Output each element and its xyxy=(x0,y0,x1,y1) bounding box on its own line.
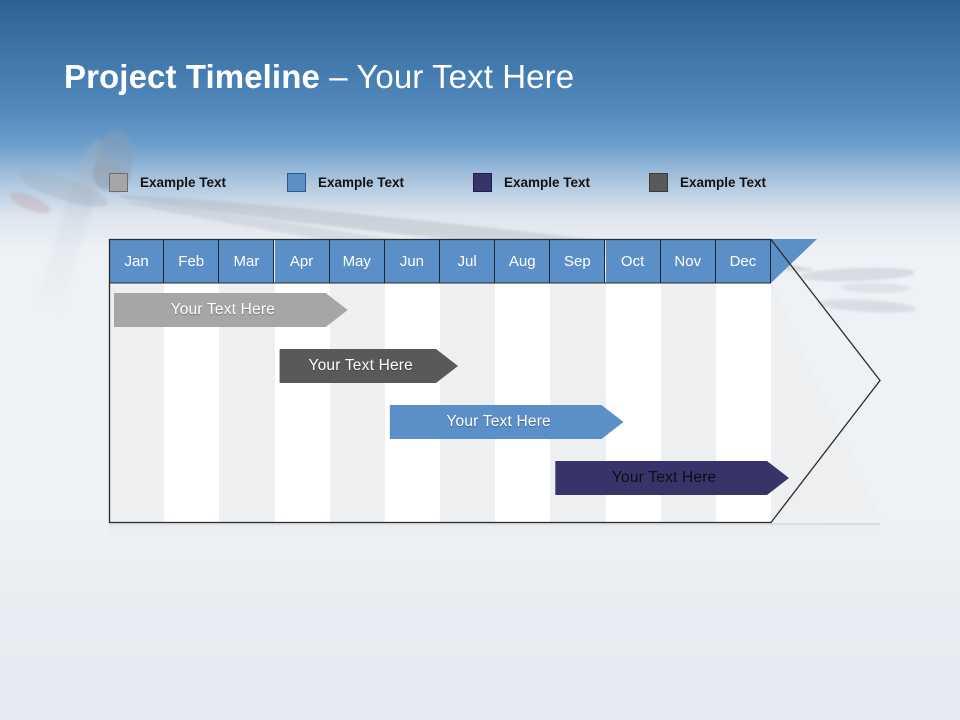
timeline-bar-label: Your Text Here xyxy=(170,301,276,318)
month-header-sep[interactable]: Sep xyxy=(550,239,606,283)
month-header-feb[interactable]: Feb xyxy=(164,239,220,283)
month-header-may[interactable]: May xyxy=(329,239,385,283)
turbine-blade-left-tip xyxy=(6,188,54,218)
slide-title-strong: Project Timeline xyxy=(64,58,320,95)
legend-swatch-icon xyxy=(649,172,668,192)
timeline-bar[interactable]: Your Text Here xyxy=(114,293,348,327)
legend-item: Example Text xyxy=(287,170,404,194)
legend-item-label: Example Text xyxy=(680,174,767,190)
legend-item-label: Example Text xyxy=(504,174,591,190)
timeline-bar-label: Your Text Here xyxy=(611,469,717,486)
month-header-jun[interactable]: Jun xyxy=(384,239,440,283)
timeline-bar-label: Your Text Here xyxy=(308,357,413,374)
timeline-column xyxy=(495,283,551,523)
legend-swatch-icon xyxy=(473,172,492,192)
legend-item: Example Text xyxy=(109,170,226,194)
month-header-nov[interactable]: Nov xyxy=(660,239,716,283)
timeline-column xyxy=(440,283,496,523)
timeline-column xyxy=(384,283,440,523)
timeline-bar[interactable]: Your Text Here xyxy=(555,461,789,495)
arrow-outline-path xyxy=(108,238,881,524)
legend: Example Text Example Text Example Text Exam… xyxy=(109,170,809,196)
timeline-bar[interactable]: Your Text Here xyxy=(390,405,624,439)
month-header-jan[interactable]: Jan xyxy=(109,239,165,283)
month-header-apr[interactable]: Apr xyxy=(274,239,330,283)
month-header-mar[interactable]: Mar xyxy=(219,239,275,283)
slide-title-light: – Your Text Here xyxy=(319,58,575,95)
legend-swatch-icon xyxy=(287,172,306,192)
legend-item-label: Example Text xyxy=(140,174,227,190)
month-header-jul[interactable]: Jul xyxy=(440,239,496,283)
month-header-aug[interactable]: Aug xyxy=(495,239,551,283)
slide-title: Project Timeline – Your Text Here xyxy=(64,58,574,96)
turbine-blade-left xyxy=(16,164,112,214)
legend-swatch-icon xyxy=(109,172,128,192)
timeline-arrow-outline xyxy=(108,238,881,524)
legend-item: Example Text xyxy=(649,170,766,194)
month-header-oct[interactable]: Oct xyxy=(605,239,661,283)
legend-item-label: Example Text xyxy=(318,174,405,190)
turbine-tower-shape xyxy=(35,136,112,312)
timeline-bar[interactable]: Your Text Here xyxy=(280,349,459,383)
month-header-dec[interactable]: Dec xyxy=(715,239,771,283)
timeline-column xyxy=(329,283,385,523)
legend-item: Example Text xyxy=(473,170,590,194)
timeline-bar-label: Your Text Here xyxy=(446,413,551,430)
